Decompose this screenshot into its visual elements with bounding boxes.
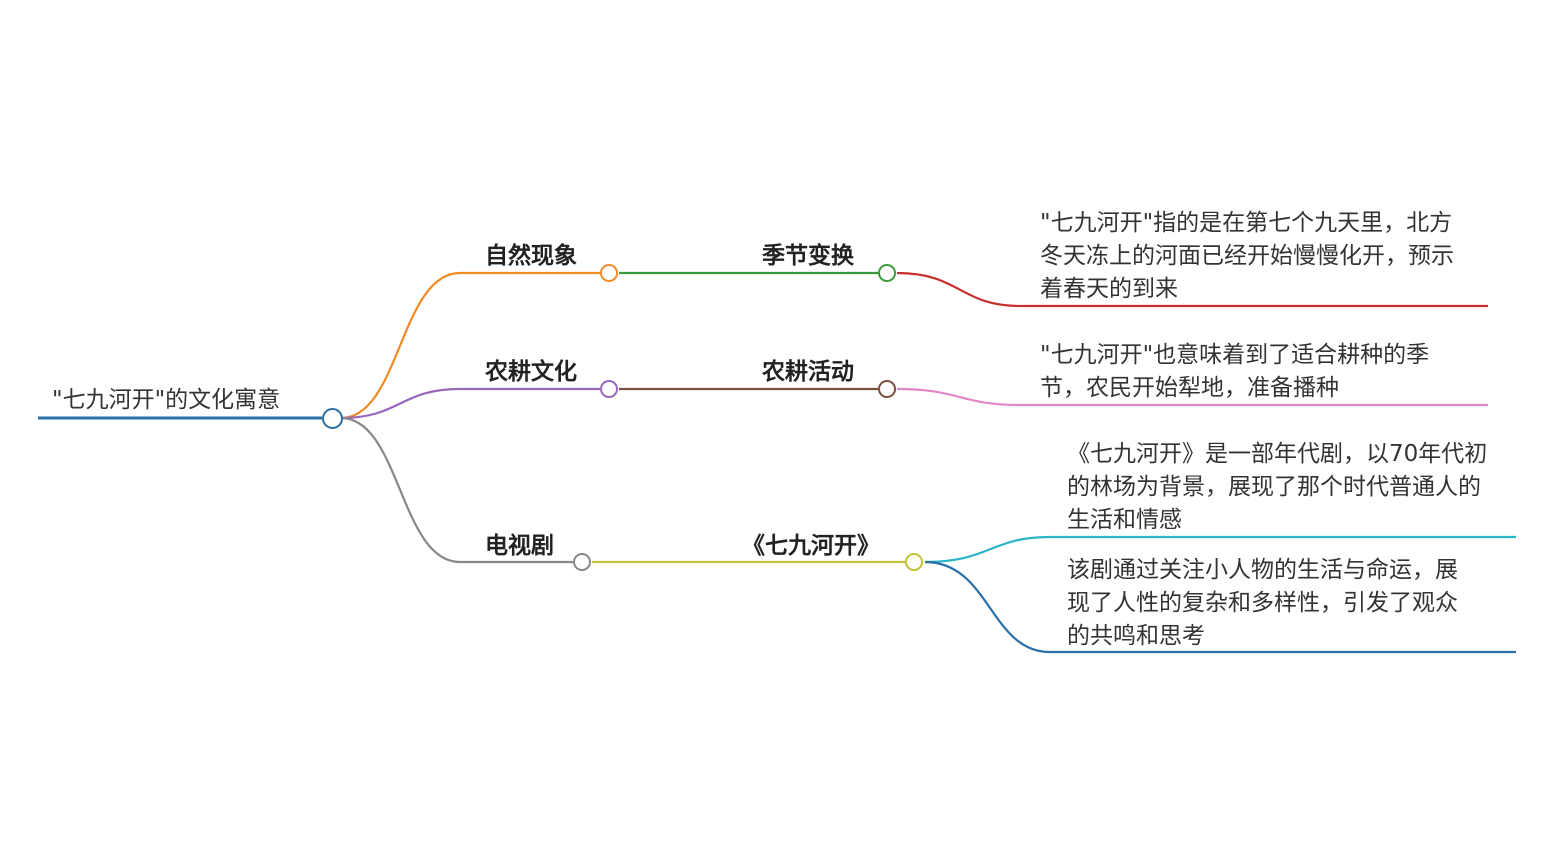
- branch-1-node-circle[interactable]: [600, 380, 618, 398]
- child-1-node-circle[interactable]: [878, 380, 896, 398]
- child-0-node-circle[interactable]: [878, 264, 896, 282]
- child-farming-activity[interactable]: 农耕活动: [762, 359, 854, 385]
- leaf-farming-description[interactable]: "七九河开"也意味着到了适合耕种的季节，农民开始犁地，准备播种: [1040, 342, 1430, 401]
- branch-natural-phenomenon[interactable]: 自然现象: [485, 243, 577, 269]
- branch-0-node-circle[interactable]: [600, 264, 618, 282]
- branch-2-node-circle[interactable]: [573, 553, 591, 571]
- link-child-0-leaf-0: [896, 271, 1488, 308]
- branch-tv-series[interactable]: 电视剧: [485, 533, 554, 559]
- child-season-change[interactable]: 季节变换: [762, 243, 854, 269]
- root-node-circle[interactable]: [322, 408, 343, 429]
- link-child-2-leaf-0: [924, 535, 1516, 564]
- branch-farming-culture[interactable]: 农耕文化: [485, 359, 577, 385]
- link-root-branch-2: [340, 416, 573, 564]
- child-2-node-circle[interactable]: [905, 553, 923, 571]
- link-child-1-leaf-0: [896, 387, 1488, 407]
- leaf-drama-theme[interactable]: 该剧通过关注小人物的生活与命运，展现了人性的复杂和多样性，引发了观众的共鸣和思考: [1067, 557, 1458, 649]
- root-topic[interactable]: "七九河开"的文化寓意: [52, 387, 281, 413]
- link-child-2-leaf-1: [924, 560, 1516, 654]
- link-root-branch-0: [340, 271, 600, 420]
- leaf-drama-background[interactable]: 《七九河开》是一部年代剧，以70年代初的林场为背景，展现了那个时代普通人的生活和…: [1067, 441, 1488, 533]
- link-root-branch-1: [340, 387, 600, 420]
- child-drama-title[interactable]: 《七九河开》: [742, 533, 880, 559]
- leaf-season-description[interactable]: "七九河开"指的是在第七个九天里，北方冬天冻上的河面已经开始慢慢化开，预示着春天…: [1040, 210, 1454, 302]
